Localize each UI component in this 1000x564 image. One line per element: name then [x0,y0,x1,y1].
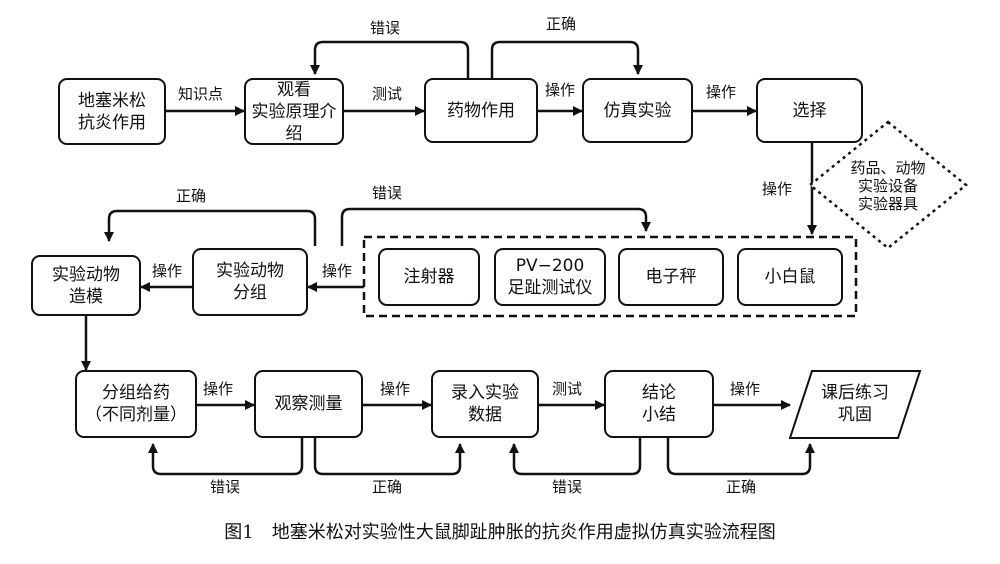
node-drug-action: 药物作用 [424,78,538,143]
node-observe: 观察测量 [254,370,363,438]
arrow-wrong-mid [340,207,651,246]
node-scale: 电子秤 [618,248,724,306]
label-right-top: 正确 [546,15,577,33]
figure-caption: 图1 地塞米松对实验性大鼠脚趾肿胀的抗炎作用虚拟仿真实验流程图 [224,522,776,543]
label-right-mid: 正确 [176,187,207,205]
arrow-right-b2 [666,438,815,476]
node-dex-anti-inflammatory: 地塞米松 抗炎作用 [58,78,166,145]
label-op-group-model: 操作 [152,262,183,280]
node-pv200: PV−200 足趾测试仪 [494,248,606,306]
homework-parallelogram [788,370,922,439]
label-wrong-mid: 错误 [372,184,403,202]
label-test-1: 测试 [372,85,403,103]
label-wrong-b2: 错误 [552,478,583,496]
label-right-b1: 正确 [372,478,403,496]
node-animal-model: 实验动物 造模 [31,255,141,316]
resources-diamond [808,120,968,250]
arrow-wrong-b1 [148,438,304,476]
arrow-right-mid [104,209,317,246]
label-op-conclusion: 操作 [730,380,761,398]
node-syringe: 注射器 [378,248,480,306]
node-select: 选择 [756,78,863,143]
label-op-equip-group: 操作 [322,262,353,280]
label-op-sim-select: 操作 [706,83,737,101]
node-conclusion: 结论 小结 [604,370,714,438]
arrow-wrong-b2 [509,438,642,476]
node-animal-grouping: 实验动物 分组 [192,248,308,316]
arrow-right-b1 [313,438,465,476]
label-op-drug-sim: 操作 [545,81,576,99]
label-knowledge: 知识点 [178,85,224,103]
node-watch-principle: 观看 实验原理介 绍 [244,78,344,145]
label-test-2: 测试 [552,380,583,398]
label-op-dosing: 操作 [203,380,234,398]
label-wrong-b1: 错误 [210,478,241,496]
label-op-select-equip: 操作 [762,180,793,198]
label-right-b2: 正确 [726,478,757,496]
arrow-right-top [490,40,643,78]
node-record-data: 录入实验 数据 [431,370,539,438]
node-homework-text: 课后练习 巩固 [821,383,889,425]
label-wrong-top: 错误 [370,19,401,37]
node-dosing: 分组给药 （不同剂量） [75,370,197,438]
arrow-wrong-top [310,40,470,78]
node-resources-text: 药品、动物 实验设备 实验器具 [850,159,926,213]
node-simulation: 仿真实验 [582,78,693,143]
node-mouse: 小白鼠 [737,248,843,306]
label-op-observe: 操作 [380,380,411,398]
